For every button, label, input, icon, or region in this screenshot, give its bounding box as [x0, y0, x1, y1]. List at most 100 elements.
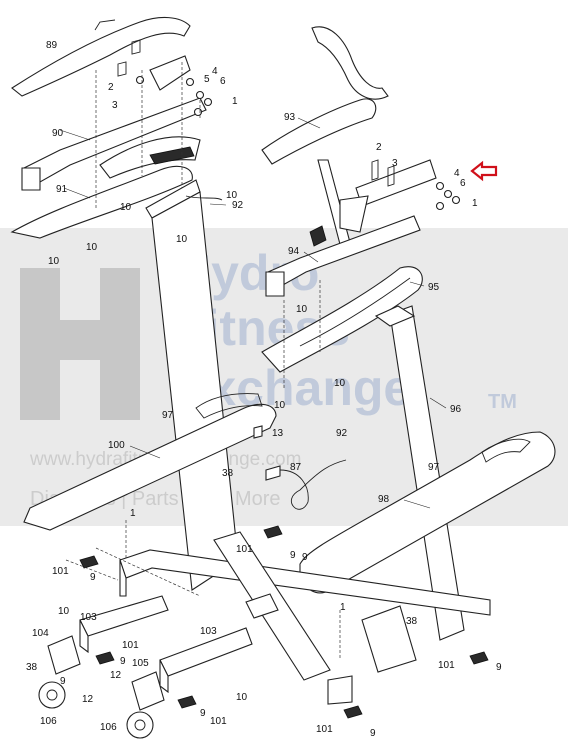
handlebar-93-top: [311, 26, 389, 100]
callout-98: 98: [378, 494, 390, 505]
callout-6: 6: [460, 178, 466, 189]
callout-1: 1: [130, 508, 136, 519]
callout-1: 1: [472, 198, 478, 209]
callout-101: 101: [52, 566, 69, 577]
callout-13: 13: [272, 428, 284, 439]
cover-100: [23, 403, 277, 531]
part-13: [253, 425, 263, 439]
callout-94: 94: [288, 246, 300, 257]
watermark-logo: [20, 268, 140, 420]
highlight-arrow-icon: [470, 160, 498, 182]
cover-89: [11, 17, 191, 97]
callout-106: 106: [40, 716, 57, 727]
callout-96: 96: [450, 404, 462, 415]
handle-upper: [99, 136, 201, 179]
callout-12: 12: [110, 670, 122, 681]
callout-10: 10: [274, 400, 286, 411]
callout-3: 3: [392, 158, 398, 169]
tube-end-94: [265, 271, 285, 297]
bracket-upper: [149, 55, 191, 91]
wheel-106-left: [38, 681, 66, 709]
leveler-3: [95, 651, 115, 665]
callout-91: 91: [56, 184, 68, 195]
bracket-104: [47, 635, 81, 675]
callout-10: 10: [176, 234, 188, 245]
right-handlebar-assembly: [261, 26, 498, 388]
callout-10: 10: [226, 190, 238, 201]
cover-95: [261, 266, 423, 373]
leveler-4: [177, 695, 197, 709]
callout-1: 1: [340, 602, 346, 613]
base-bracket: [245, 593, 279, 619]
callout-10: 10: [86, 242, 98, 253]
callout-4: 4: [212, 66, 218, 77]
callout-101: 101: [316, 724, 333, 735]
callout-9: 9: [120, 656, 126, 667]
side-covers: [23, 393, 556, 594]
watermark-trademark: TM: [488, 391, 517, 413]
callout-10: 10: [48, 256, 60, 267]
callout-38: 38: [26, 662, 38, 673]
callout-2: 2: [376, 142, 382, 153]
callout-9: 9: [496, 662, 502, 673]
callout-9: 9: [290, 550, 296, 561]
base-frame: [38, 195, 491, 739]
callout-38: 38: [222, 468, 234, 479]
callout-10: 10: [120, 202, 132, 213]
callout-1: 1: [232, 96, 238, 107]
callout-104: 104: [32, 628, 49, 639]
callout-9: 9: [370, 728, 376, 739]
handlebar-93-body: [261, 98, 377, 165]
callout-labels: 89 90 91 92 92 93 94 95 96 97 97 98 100 …: [26, 40, 502, 739]
callout-105: 105: [132, 658, 149, 669]
cover-98: [299, 431, 556, 594]
callout-10: 10: [236, 692, 248, 703]
callout-97: 97: [162, 410, 174, 421]
tube-end-90: [21, 167, 41, 191]
cover-91: [10, 165, 193, 239]
callout-6: 6: [220, 76, 226, 87]
callout-5: 5: [204, 74, 210, 85]
left-handlebar-assembly: [10, 17, 213, 239]
callout-87: 87: [290, 462, 302, 473]
callout-103: 103: [80, 612, 97, 623]
callout-10: 10: [296, 304, 308, 315]
grip-pad: [149, 146, 195, 165]
part-87: [265, 465, 281, 481]
callout-97: 97: [428, 462, 440, 473]
callout-9: 9: [60, 676, 66, 687]
callout-9: 9: [90, 572, 96, 583]
callout-101: 101: [236, 544, 253, 555]
callout-101: 101: [210, 716, 227, 727]
callout-92: 92: [232, 200, 244, 211]
bracket-105: [131, 671, 165, 711]
leveler-2: [263, 525, 283, 539]
callout-95: 95: [428, 282, 440, 293]
leveler-6: [469, 651, 489, 665]
callout-9: 9: [200, 708, 206, 719]
callout-93: 93: [284, 112, 296, 123]
callout-10: 10: [58, 606, 70, 617]
callout-10: 10: [334, 378, 346, 389]
callout-101: 101: [122, 640, 139, 651]
callout-2: 2: [108, 82, 114, 93]
callout-4: 4: [454, 168, 460, 179]
callout-89: 89: [46, 40, 58, 51]
leveler-5: [343, 705, 363, 719]
base-foot: [327, 675, 353, 705]
knob: [309, 225, 327, 247]
callout-9: 9: [302, 552, 308, 563]
callout-101: 101: [438, 660, 455, 671]
wire-92: [279, 459, 347, 510]
callout-92: 92: [336, 428, 348, 439]
wheel-106-right: [126, 711, 154, 739]
callout-90: 90: [52, 128, 64, 139]
upright-right-cap: [374, 305, 416, 327]
leader-lines: [59, 117, 447, 509]
bracket-right-lower: [339, 195, 369, 233]
callout-103: 103: [200, 626, 217, 637]
callout-38: 38: [406, 616, 418, 627]
callout-12: 12: [82, 694, 94, 705]
